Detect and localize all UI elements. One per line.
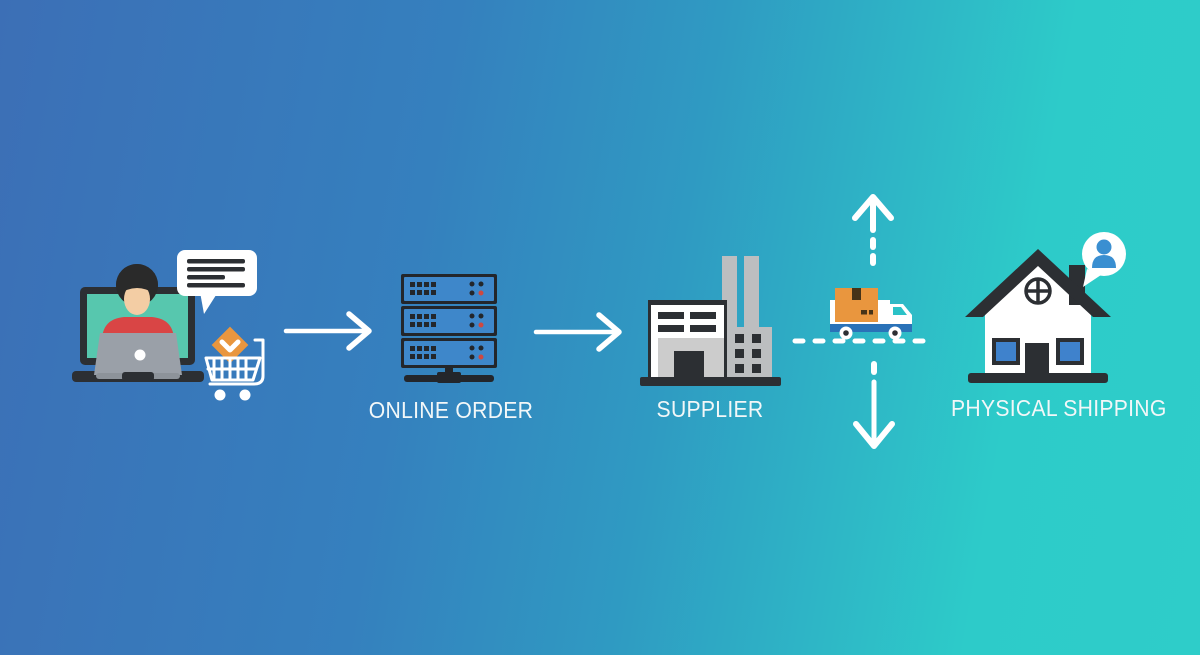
house-door	[1025, 343, 1049, 375]
speech-bubble-icon	[177, 250, 257, 314]
customer-at-laptop-icon	[72, 264, 204, 382]
dashed-arrow-down-icon	[853, 361, 895, 449]
online-order-label: ONLINE ORDER	[368, 397, 534, 423]
supplier-label: SUPPLIER	[656, 396, 764, 422]
flow-arrow-icon-2	[533, 312, 622, 352]
chimney	[744, 256, 759, 336]
factory-icon	[640, 256, 781, 386]
flow-arrow-icon-1	[283, 311, 372, 351]
house-roof	[965, 249, 1111, 317]
shopping-cart-icon	[204, 326, 265, 401]
dashed-road-line	[792, 338, 932, 344]
server-unit	[401, 338, 497, 368]
house-window	[996, 342, 1016, 361]
physical-shipping-label: PHYSICAL SHIPPING	[951, 395, 1167, 421]
house-icon	[965, 232, 1126, 383]
person-icon	[1096, 239, 1112, 255]
delivery-truck-icon	[830, 288, 912, 340]
server-stack-icon	[401, 274, 497, 383]
house-window	[1060, 342, 1080, 361]
server-unit	[401, 306, 497, 336]
server-unit	[401, 274, 497, 304]
package-diamond-icon	[211, 326, 249, 364]
customer-notification-icon	[1082, 232, 1126, 287]
dashed-arrow-up-icon	[852, 194, 894, 266]
factory-door	[674, 351, 704, 380]
